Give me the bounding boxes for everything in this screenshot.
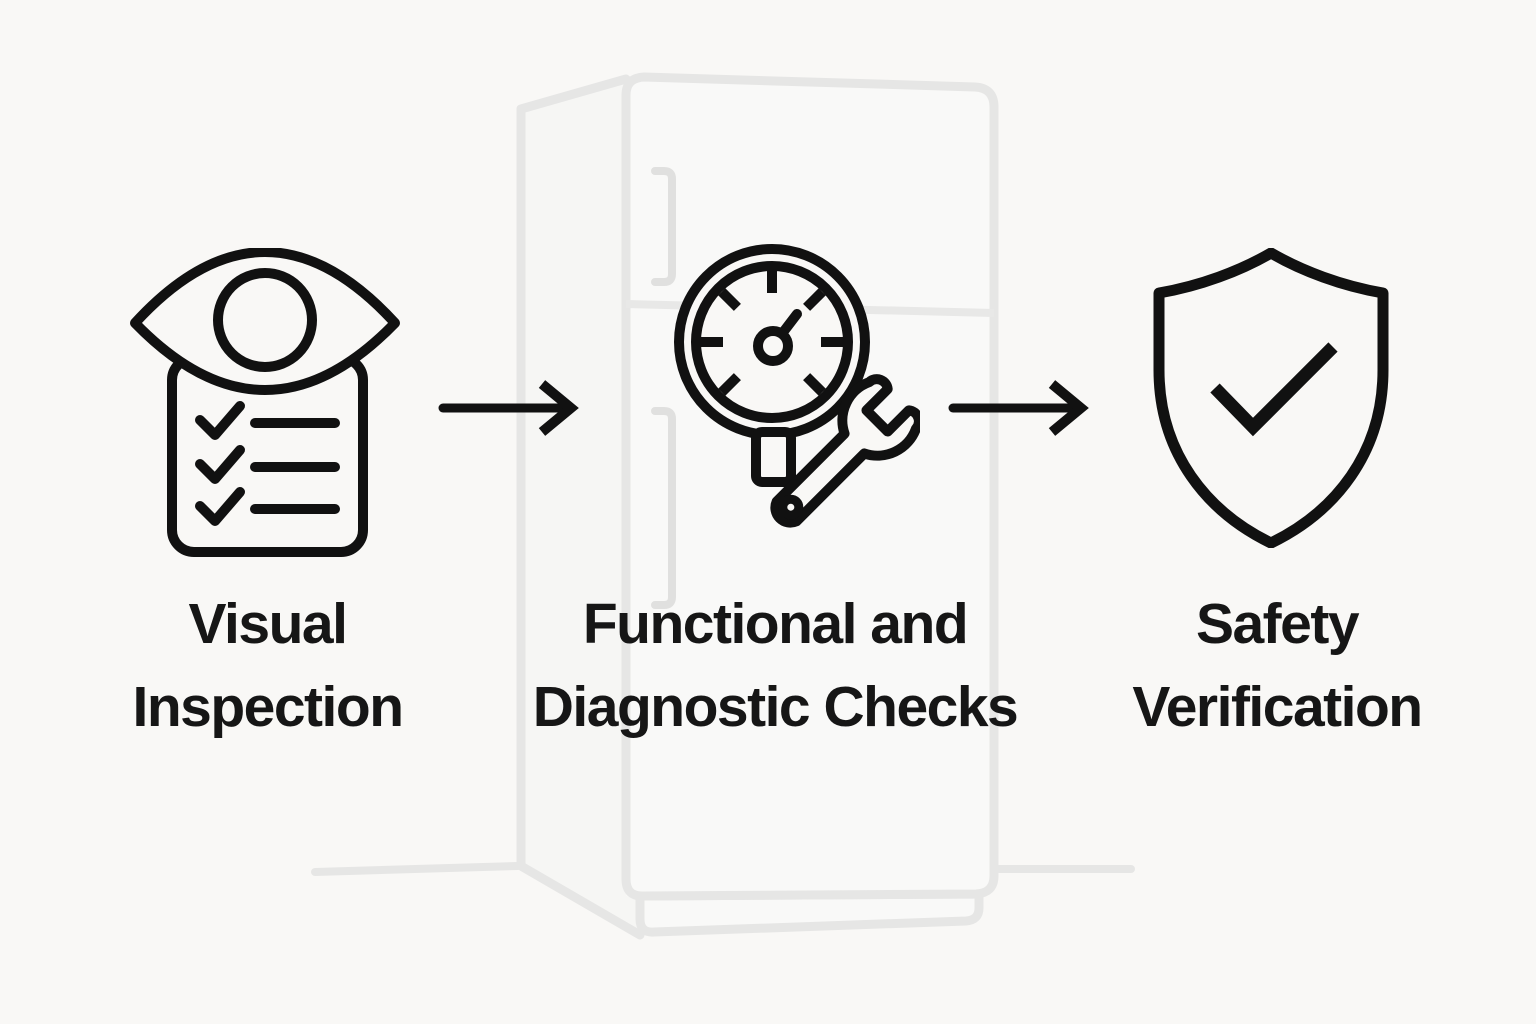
step-label-functional-diagnostic-checks: Functional and Diagnostic Checks [480, 583, 1070, 749]
step-label-line: Inspection [132, 675, 404, 739]
wrench [770, 374, 920, 528]
step-label-line: Functional and [582, 592, 969, 656]
arrow-right-icon [948, 380, 1089, 436]
check-mark [1210, 342, 1338, 437]
arrow-right-icon [438, 380, 579, 436]
step-label-line: Visual [188, 592, 348, 656]
step-label-visual-inspection: Visual Inspection [40, 583, 495, 749]
eye-checklist-icon [130, 248, 400, 557]
shield-check-icon [1153, 248, 1389, 548]
step-label-line: Diagnostic Checks [532, 675, 1019, 739]
gauge-wrench-icon [674, 244, 920, 528]
step-label-line: Safety [1195, 592, 1360, 656]
step-label-safety-verification: Safety Verification [1020, 583, 1534, 749]
fridge-handle-upper [651, 167, 676, 286]
step-label-line: Verification [1132, 675, 1423, 739]
fridge-handle-lower [651, 407, 676, 609]
